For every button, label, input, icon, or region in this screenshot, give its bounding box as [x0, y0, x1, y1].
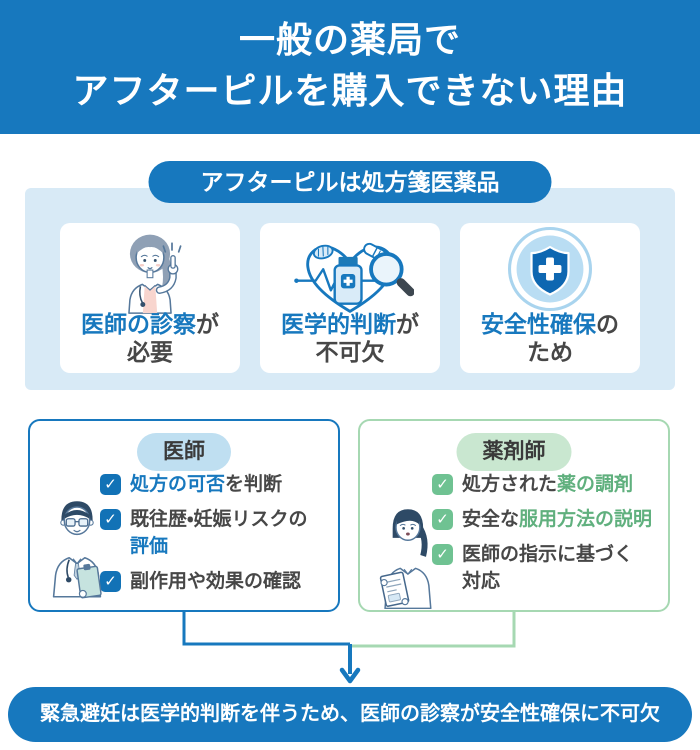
- check-icon: [432, 509, 453, 530]
- pharmacist-connector-line: [351, 611, 516, 648]
- checklist-item: 処方の可否を判断: [100, 471, 332, 498]
- conclusion-bar: 緊急避妊は医学的判断を伴うため、医師の診察が安全性確保に不可欠: [8, 687, 692, 742]
- doctor-box: 医師 処方の可否を判断: [28, 419, 340, 612]
- check-icon: [432, 544, 453, 565]
- connector-lines: [182, 611, 516, 684]
- pharmacist-box: 薬剤師 処方された薬の調剤: [358, 419, 670, 612]
- safety-shield-icon: [507, 226, 593, 312]
- reason-card-medical-judgment: 医学的判断が不可欠: [260, 223, 440, 373]
- female-pharmacist-illustration: [379, 509, 432, 609]
- title-line-1: 一般の薬局で: [238, 19, 461, 60]
- medical-judgment-icon: [294, 242, 414, 313]
- panel-heading-pill: アフターピルは処方箋医薬品: [148, 161, 552, 203]
- doctor-connector-line: [182, 611, 350, 646]
- card-caption: 医学的判断が不可欠: [281, 311, 419, 365]
- check-icon: [100, 509, 121, 530]
- doctor-pill-label: 医師: [137, 433, 231, 471]
- pharmacist-pill-label: 薬剤師: [456, 433, 572, 471]
- check-icon: [100, 474, 121, 495]
- prescription-panel: 医師の診察が必要: [25, 188, 675, 390]
- reason-card-doctor-exam: 医師の診察が必要: [60, 223, 240, 373]
- title-line-2: アフターピルを購入できない理由: [72, 70, 628, 111]
- checklist-item: 処方された薬の調剤: [432, 471, 656, 498]
- female-doctor-icon: [128, 234, 182, 314]
- male-doctor-illustration: [52, 501, 102, 599]
- down-arrow-icon: [339, 667, 361, 684]
- checklist-item: 副作用や効果の確認: [100, 568, 332, 595]
- check-icon: [100, 571, 121, 592]
- card-caption: 安全性確保のため: [481, 311, 619, 365]
- reason-card-safety: 安全性確保のため: [460, 223, 640, 373]
- checklist-item: 安全な服用方法の説明: [432, 506, 656, 533]
- check-icon: [432, 474, 453, 495]
- card-caption: 医師の診察が必要: [81, 311, 219, 365]
- page-title: 一般の薬局で アフターピルを購入できない理由: [0, 0, 700, 134]
- reason-cards: 医師の診察が必要: [25, 223, 675, 373]
